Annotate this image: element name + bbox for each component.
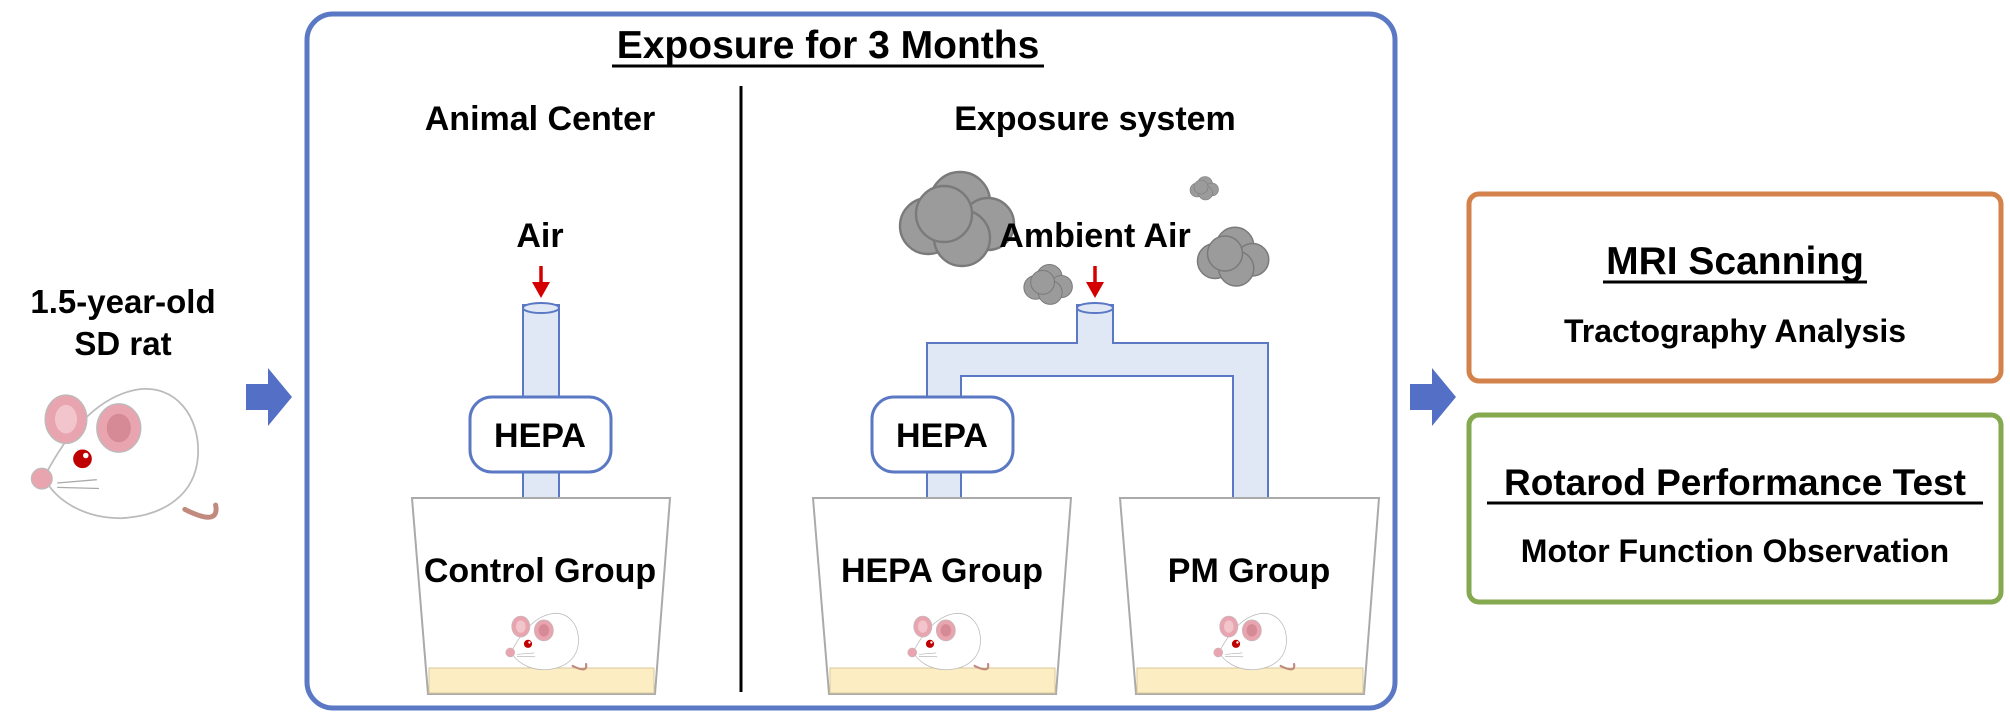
pm-group-cage [1118,497,1381,695]
control-group-bedding [428,667,655,694]
exposure-frame [304,11,1398,711]
hepa-filter-box [870,395,1015,474]
flow-arrow-right-icon [246,368,292,426]
control-group-cage [410,497,672,695]
control-group-label: Control Group [424,552,656,590]
rotarod-box [1466,412,2004,605]
air-inflow-arrow-icon [530,264,552,300]
hepa-group-cage [811,497,1073,695]
ambient-air-label: Ambient Air [999,217,1190,255]
mri-box [1466,191,2004,384]
ambient-air-inflow-arrow-icon [1084,264,1106,300]
flow-arrow-right-icon [1410,368,1456,426]
hepa-filter-box [468,395,613,474]
rotarod-subtitle: Motor Function Observation [1521,533,1949,569]
hepa-group-label: HEPA Group [841,552,1043,590]
rotarod-title: Rotarod Performance Test [1504,462,1966,503]
hepa-filter-label: HEPA [896,417,988,455]
intake-pipe [522,304,560,403]
subject-rat-icon [31,389,216,518]
subject-label-line1: 1.5-year-old [30,283,215,320]
subject-label-line2: SD rat [74,325,171,362]
air-label: Air [516,217,563,255]
animal-center-heading: Animal Center [425,100,656,138]
hepa-filter-label: HEPA [494,417,586,455]
pm-group-label: PM Group [1168,552,1330,590]
exposure-title: Exposure for 3 Months [617,24,1040,67]
hepa-group-bedding [829,667,1056,694]
exposure-system-heading: Exposure system [954,100,1236,138]
pm-group-bedding [1136,667,1364,694]
mri-subtitle: Tractography Analysis [1564,313,1906,349]
mri-title: MRI Scanning [1606,240,1864,283]
intake-pipe-opening [522,302,560,314]
